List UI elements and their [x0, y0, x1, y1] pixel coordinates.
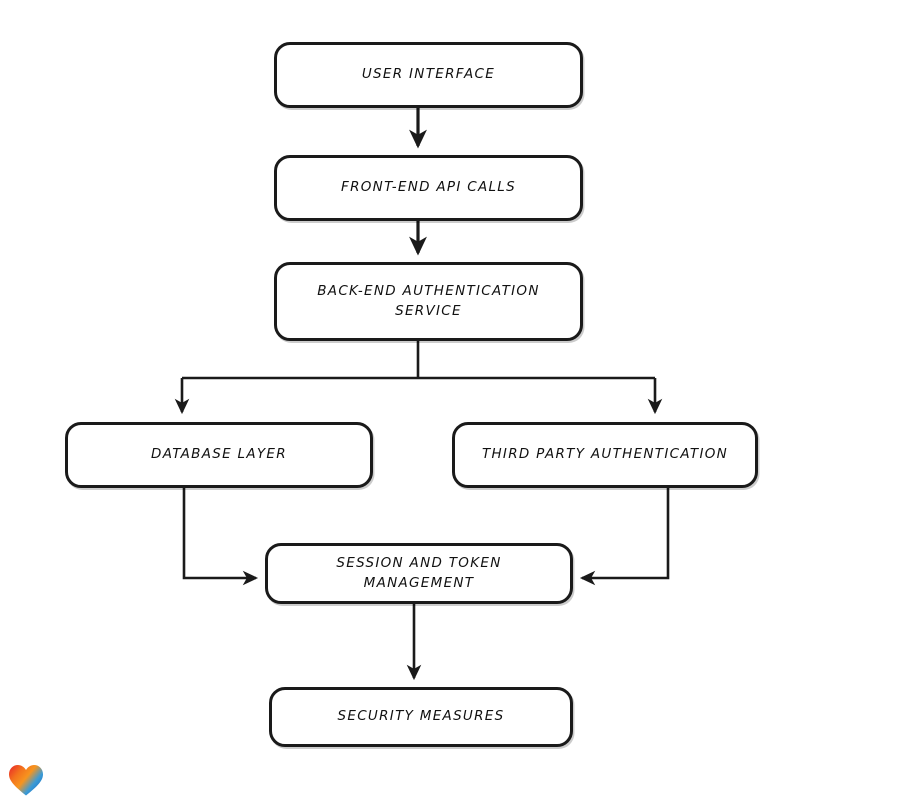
node-backend-authentication-service[interactable]: Back-End Authentication Service [274, 262, 583, 341]
node-backend-authentication-service-label: Back-End Authentication Service [317, 282, 540, 319]
edge-third-party-to-session [579, 488, 670, 586]
heart-icon [9, 765, 43, 796]
node-security-measures-label: Security Measures [337, 708, 505, 725]
node-frontend-api-calls-label: Front-End API Calls [341, 179, 516, 196]
node-frontend-api-calls[interactable]: Front-End API Calls [274, 155, 583, 221]
node-database-layer[interactable]: Database Layer [65, 422, 373, 488]
node-user-interface-label: User Interface [361, 66, 496, 83]
node-session-and-token-management[interactable]: Session and Token Management [265, 543, 573, 604]
node-third-party-authentication-label: Third Party Authentication [481, 446, 729, 463]
edge-backend-auth-split [174, 341, 663, 415]
node-third-party-authentication[interactable]: Third Party Authentication [452, 422, 758, 488]
node-session-and-token-management-label: Session and Token Management [336, 554, 502, 591]
node-security-measures[interactable]: Security Measures [269, 687, 573, 747]
node-user-interface[interactable]: User Interface [274, 42, 583, 108]
edge-database-to-session [182, 488, 259, 586]
node-database-layer-label: Database Layer [151, 446, 287, 463]
